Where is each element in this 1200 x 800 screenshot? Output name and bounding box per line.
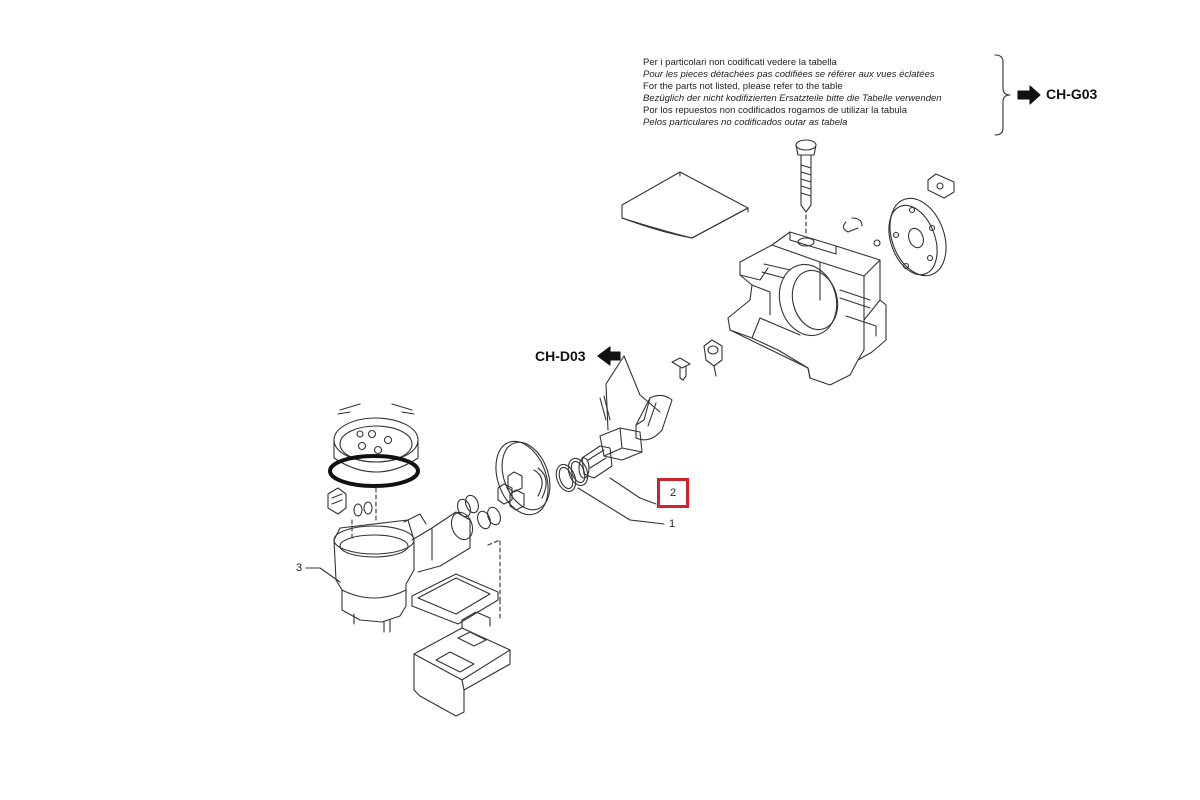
note-line-en: For the parts not listed, please refer t… [643,81,843,92]
ref-ch-g03: CH-G03 [1046,86,1098,102]
arrow-left-icon [597,346,621,366]
note-bracket [994,54,1011,136]
clip-part [842,217,863,233]
arrow-right-icon [1017,85,1041,105]
gasket-part [328,454,420,488]
cam-part [703,339,723,377]
callout-part-2: 2 [669,487,677,499]
note-line-fr: Pour les pieces détachées pas codifiées … [643,69,935,80]
highlighted-callout-part-2[interactable]: 2 [657,478,689,508]
callout-part-3: 3 [296,562,303,574]
callout-leader-lines [305,477,665,583]
bottom-block-part [413,611,511,717]
gear-disc-part [888,197,947,277]
distributor-disc-part [495,440,551,516]
bolt-part [795,139,817,236]
o-ring-pair-part [555,457,589,493]
group-head-part [333,511,474,633]
shower-plate-part [333,403,419,473]
ref-leader-lines [605,355,661,431]
nut-part [927,173,955,199]
ref-ch-d03: CH-D03 [535,348,586,364]
note-line-it: Per i particolari non codificati vedere … [643,57,837,68]
note-line-es: Por los repuestos non codificados rogamo… [643,105,908,116]
washer-part [873,239,881,247]
filter-plate-part [621,171,749,239]
group-screw-part [327,487,373,517]
assembly-guide-lines [351,487,501,619]
note-line-pt: Pelos particulares no codificados outar … [643,117,848,128]
note-line-de: Bezüglich der nicht kodifizierten Ersatz… [643,93,942,104]
small-o-rings-part [457,494,501,530]
lower-filter-plate-part [411,573,499,625]
callout-part-1: 1 [669,518,676,530]
small-screw-part [671,357,691,381]
outlet-pipe-part [599,394,673,441]
group-housing-part [727,231,887,386]
valve-fitting-part [578,427,643,479]
